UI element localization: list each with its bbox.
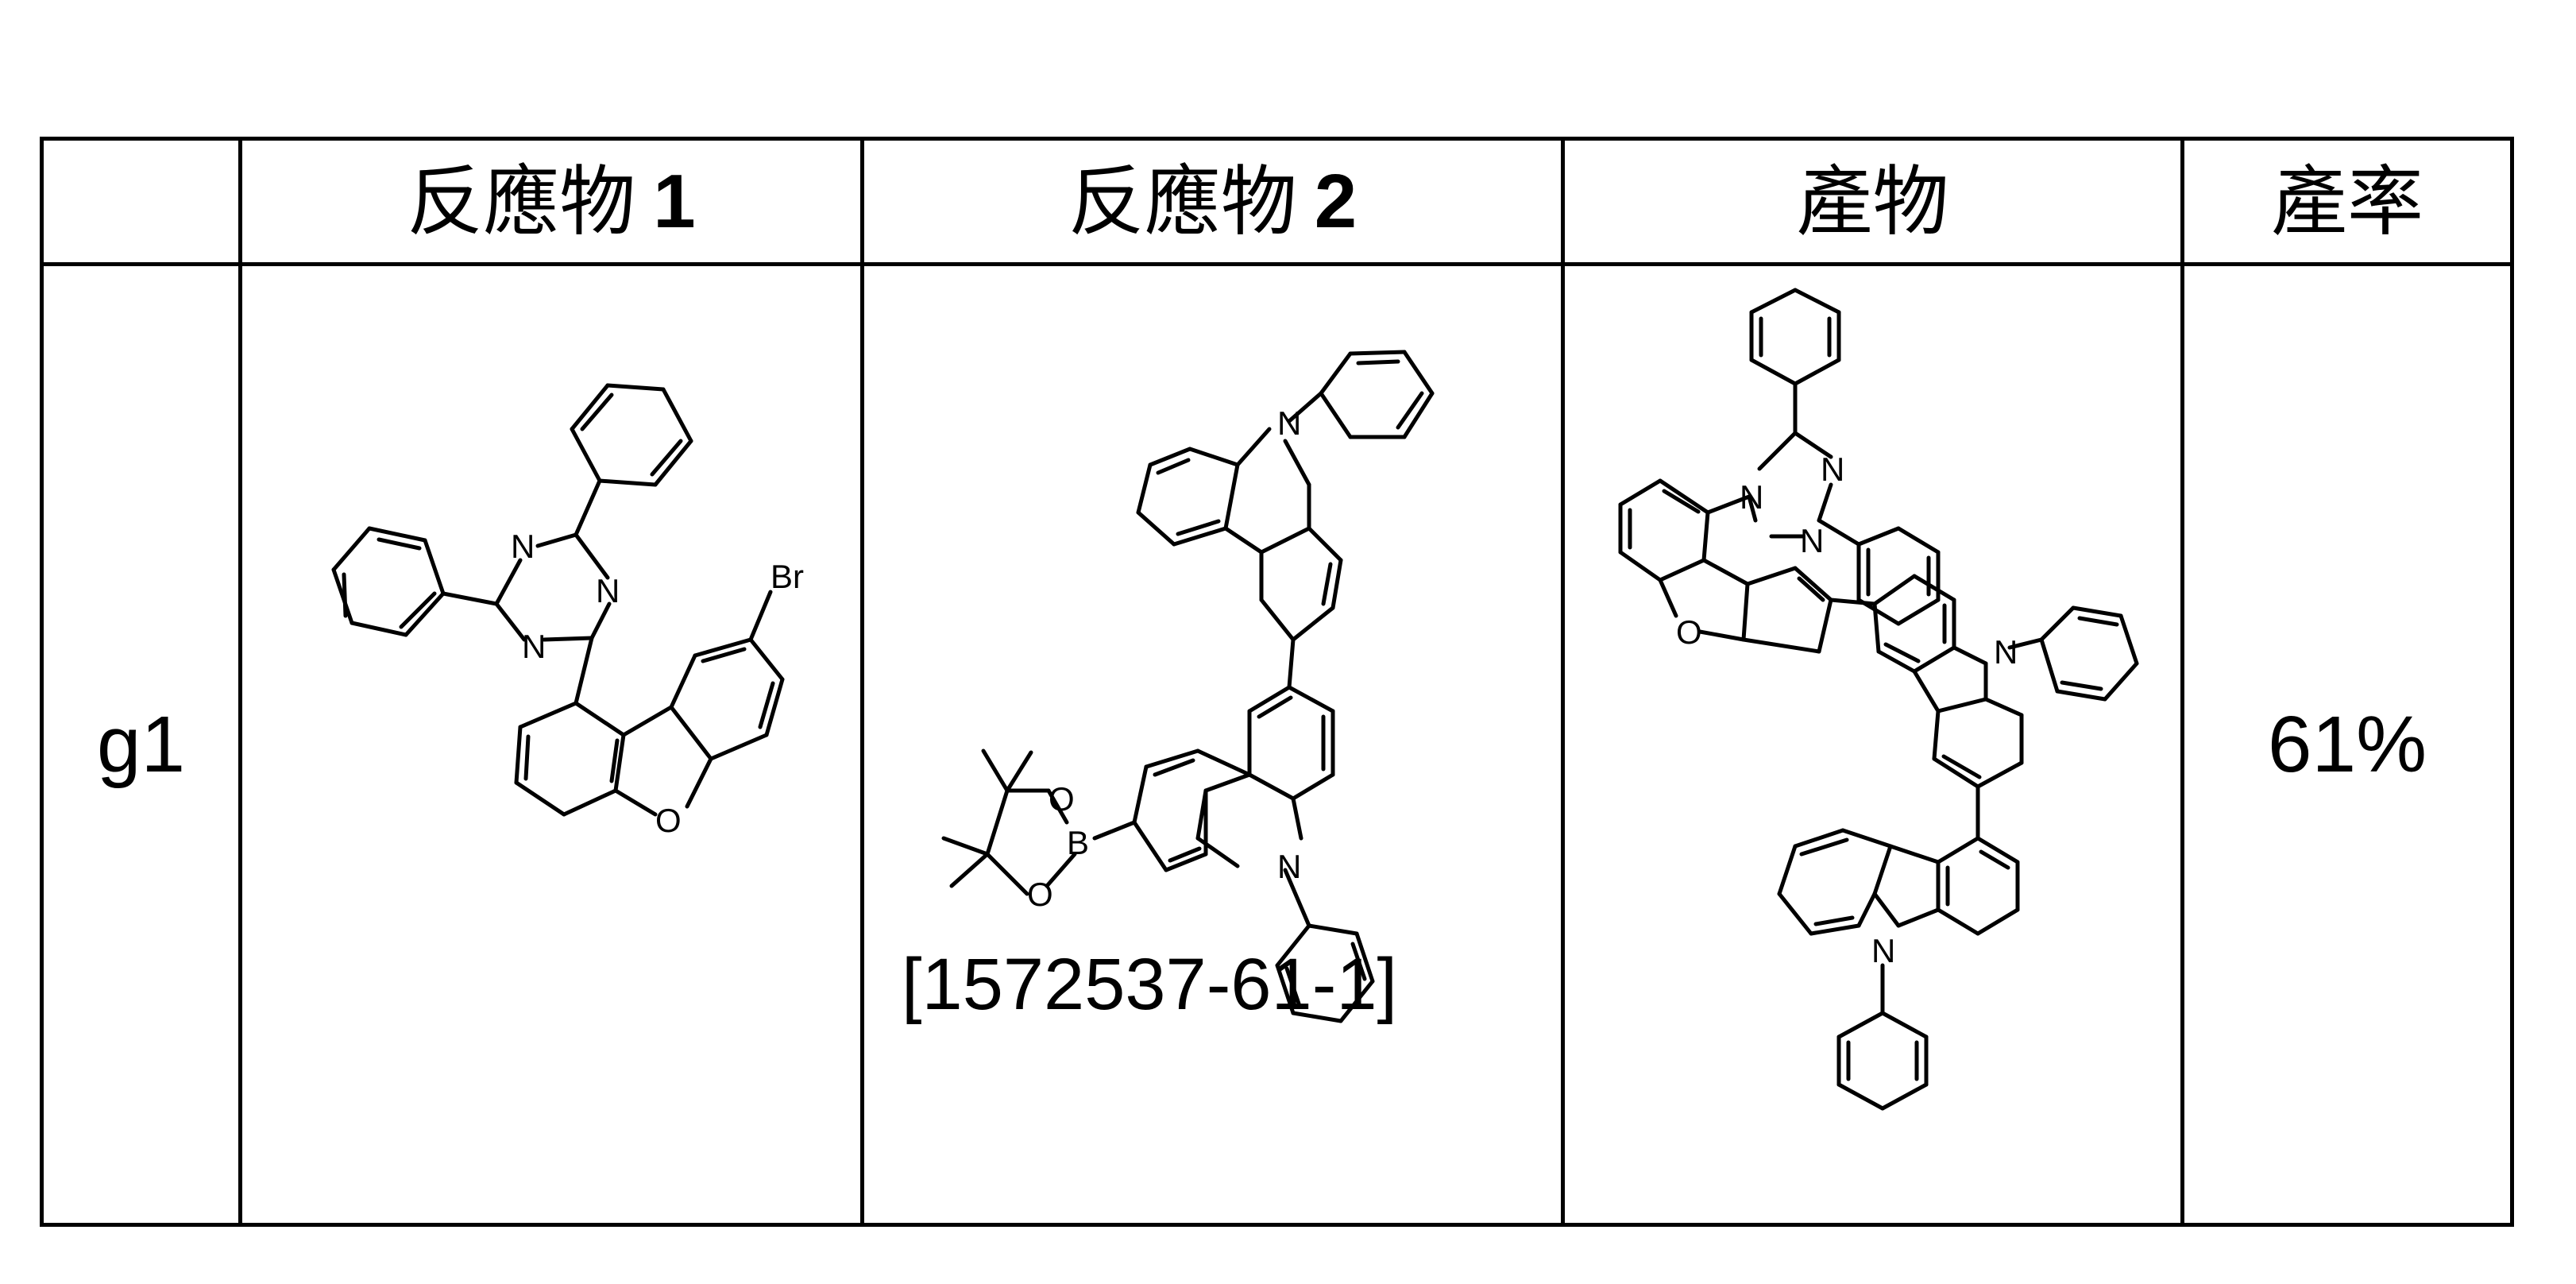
header-reactant-2-number: 2 (1315, 164, 1357, 240)
atom-label: N (1994, 633, 2018, 671)
atom-label: N (522, 628, 546, 665)
row-yield-value: 61% (2268, 699, 2427, 791)
header-yield: 產率 (2184, 141, 2510, 262)
reactant-2-structure: N N B O O (864, 266, 1561, 1223)
atom-label: O (1676, 613, 1702, 651)
atom-label: N (511, 528, 535, 565)
reaction-table: 反應物1 反應物2 產物 產率 g1 61% [1572537-61-1] (40, 137, 2514, 1227)
atom-label: O (1049, 780, 1075, 818)
atom-label: Br (770, 558, 804, 595)
atom-label: N (1277, 404, 1301, 442)
reactant-1-structure: N N N Br O (242, 266, 860, 1223)
header-reactant-2: 反應物2 (864, 141, 1561, 262)
atom-label: O (1027, 876, 1053, 913)
row-yield: 61% (2184, 266, 2510, 1223)
atom-label: O (655, 802, 682, 839)
atom-label: B (1067, 824, 1089, 861)
row-id-label: g1 (97, 699, 185, 791)
row-id: g1 (44, 266, 238, 1223)
header-reactant-1-number: 1 (653, 164, 695, 240)
header-reactant-2-label: 反應物 (1068, 164, 1297, 240)
header-reactant-1-label: 反應物 (407, 164, 635, 240)
atom-label: N (1800, 522, 1824, 559)
atom-label: N (1277, 848, 1301, 885)
atom-label: N (1821, 451, 1844, 488)
atom-label: N (596, 572, 620, 609)
header-product-label: 產物 (1797, 164, 1949, 240)
header-product: 產物 (1565, 141, 2180, 262)
atom-label: N (1871, 932, 1895, 969)
product-structure: N N N O N N (1565, 266, 2180, 1223)
header-yield-label: 產率 (2271, 164, 2423, 240)
atom-label: N (1740, 478, 1763, 516)
header-reactant-1: 反應物1 (242, 141, 860, 262)
